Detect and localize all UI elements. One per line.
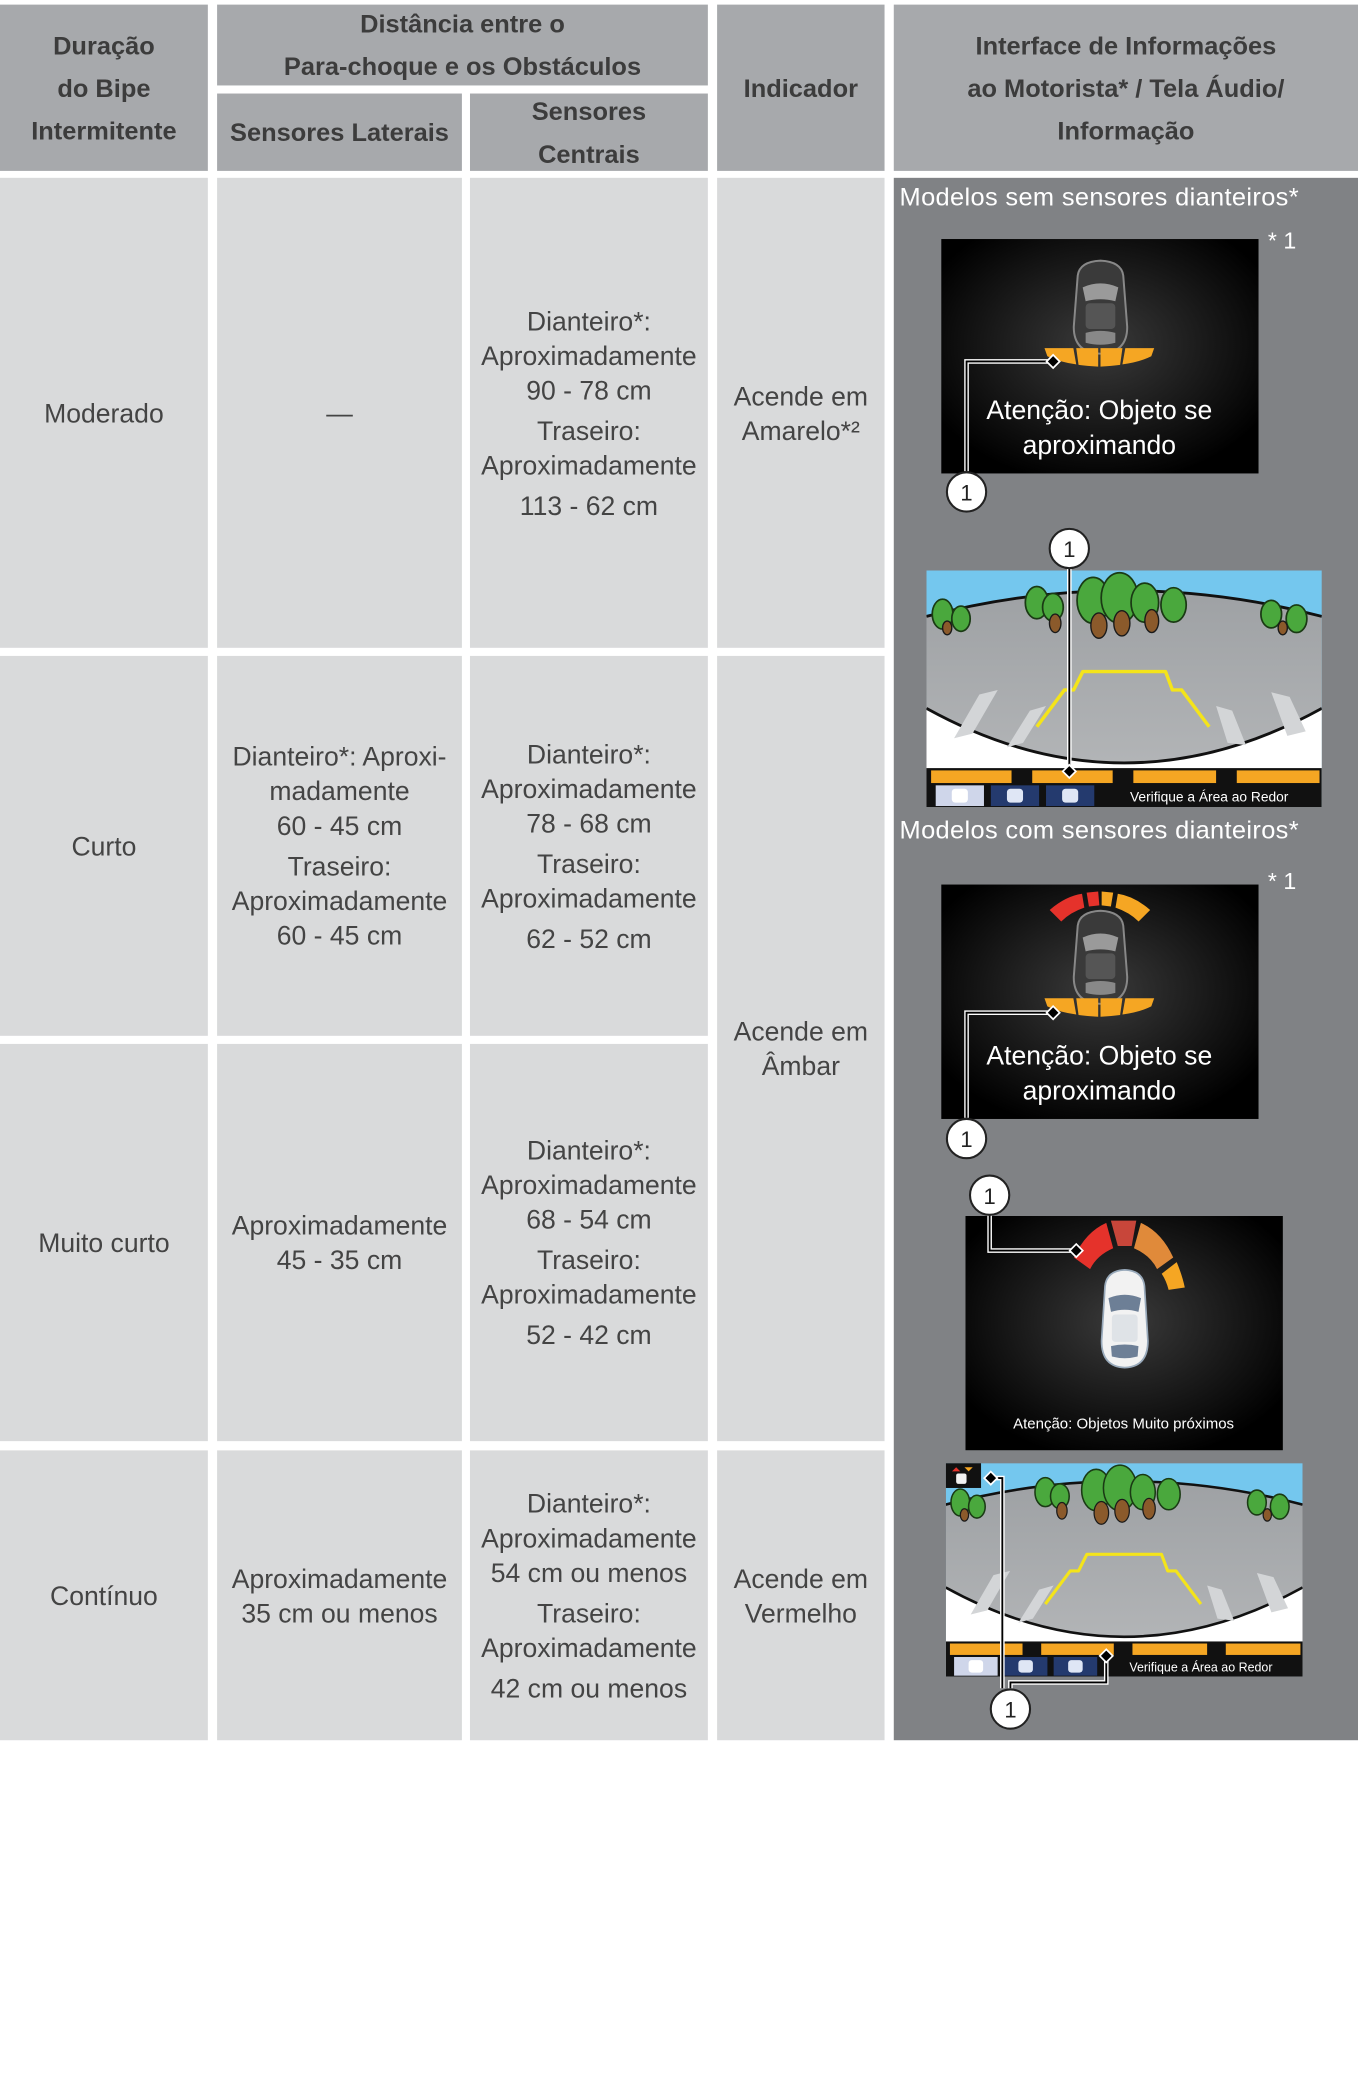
- centrais-line: Dianteiro*:: [526, 305, 651, 336]
- centrais-line: Aproximadamente: [481, 449, 697, 480]
- centrais-line: Dianteiro*:: [526, 738, 651, 769]
- header-duracao-line: do Bipe: [57, 73, 151, 103]
- row-moderado-indicador: Acende em Amarelo*²: [717, 177, 885, 648]
- row-continuo-indicador: Acende em Vermelho: [717, 1450, 885, 1741]
- indicador-line: Acende em: [733, 380, 869, 411]
- centrais-line: 90 - 78 cm: [526, 374, 652, 405]
- centrais-line: Aproximadamente: [481, 1279, 697, 1310]
- laterais-line: madamente: [269, 775, 410, 807]
- indicador-line: Amarelo*²: [741, 415, 860, 446]
- indicador-line: Acende em: [733, 1562, 869, 1593]
- centrais-line: Aproximadamente: [481, 340, 697, 371]
- laterais-text: —: [326, 397, 353, 428]
- centrais-line: Aproximadamente: [481, 1169, 697, 1200]
- header-interface-line: Informação: [1057, 116, 1195, 145]
- header-duracao-line: Duração: [53, 30, 155, 60]
- header-interface-line: Interface de Informações: [975, 30, 1277, 60]
- header-distancia: Distância entre o Para-choque e os Obstá…: [217, 4, 708, 86]
- indicador-line: Âmbar: [761, 1050, 840, 1081]
- row-muito-curto-duracao: Muito curto: [0, 1043, 208, 1442]
- mid-screen-sem-sensores: Atenção: Objeto se aproximando: [941, 239, 1259, 474]
- row-curto-duracao: Curto: [0, 655, 208, 1036]
- row-continuo-duracao: Contínuo: [0, 1450, 208, 1741]
- duracao-text: Muito curto: [38, 1227, 170, 1258]
- mid-screen-com-sensores: Atenção: Objeto se aproximando: [941, 884, 1259, 1119]
- footnote-1: * 1: [1267, 869, 1297, 895]
- warning-message-line: Atenção: Objeto se: [986, 1041, 1212, 1071]
- laterais-line: 60 - 45 cm: [276, 920, 403, 951]
- centrais-line: Traseiro:: [537, 1597, 641, 1628]
- row-moderado-laterais: —: [217, 177, 462, 648]
- laterais-line: Dianteiro*: Aproxi-: [232, 741, 447, 772]
- audio-screen-muito-proximos: Atenção: Objetos Muito próximos: [965, 1215, 1283, 1451]
- caption-sem-sensores: Modelos sem sensores dianteiros*: [899, 182, 1299, 212]
- rear-camera-sem-sensores: Verifique a Área ao Redor: [926, 570, 1322, 808]
- camera-check-label: Verifique a Área ao Redor: [1130, 788, 1289, 804]
- header-sensores-centrais: Sensores Centrais: [469, 93, 708, 171]
- centrais-line: Dianteiro*:: [526, 1487, 651, 1518]
- laterais-line: 45 - 35 cm: [276, 1244, 403, 1275]
- header-sensores-laterais: Sensores Laterais: [217, 93, 462, 171]
- centrais-line: Traseiro:: [537, 848, 641, 879]
- centrais-line: Aproximadamente: [481, 1522, 697, 1553]
- header-distancia-line: Para-choque e os Obstáculos: [283, 51, 642, 81]
- laterais-line: 35 cm ou menos: [241, 1597, 438, 1628]
- header-indicador-label: Indicador: [743, 73, 858, 103]
- header-duracao: Duração do Bipe Intermitente: [0, 4, 208, 171]
- centrais-line: Dianteiro*:: [526, 1135, 651, 1166]
- row-continuo-laterais: Aproximadamente 35 cm ou menos: [217, 1450, 462, 1741]
- indicador-line: Vermelho: [744, 1597, 857, 1628]
- laterais-line: Traseiro:: [287, 851, 392, 882]
- centrais-line: 113 - 62 cm: [519, 490, 659, 521]
- laterais-line: Aproximadamente: [231, 1562, 448, 1593]
- duracao-text: Contínuo: [50, 1580, 158, 1611]
- centrais-line: Traseiro:: [537, 1244, 641, 1275]
- centrais-line: 54 cm ou menos: [490, 1557, 688, 1588]
- centrais-line: Traseiro:: [537, 415, 641, 446]
- row-moderado-duracao: Moderado: [0, 177, 208, 648]
- row-curto-centrais: Dianteiro*: Aproximadamente 78 - 68 cm T…: [469, 655, 708, 1036]
- row-moderado-centrais: Dianteiro*: Aproximadamente 90 - 78 cm T…: [469, 177, 708, 648]
- centrais-line: Aproximadamente: [481, 882, 697, 913]
- header-interface-line: ao Motorista* / Tela Áudio/: [967, 73, 1285, 103]
- indicador-ambar: Acende em Âmbar: [717, 655, 885, 1442]
- row-curto-laterais: Dianteiro*: Aproxi- madamente 60 - 45 cm…: [217, 655, 462, 1036]
- header-centrais-line: Centrais: [538, 139, 640, 169]
- centrais-line: 68 - 54 cm: [526, 1204, 652, 1235]
- indicador-line: Acende em: [733, 1016, 869, 1047]
- duracao-text: Curto: [71, 830, 137, 861]
- laterais-line: 60 - 45 cm: [276, 810, 403, 841]
- warning-message-line: aproximando: [1023, 1075, 1176, 1105]
- laterais-line: Aproximadamente: [231, 1210, 448, 1241]
- rear-camera-continuo: Verifique a Área ao Redor: [945, 1463, 1303, 1677]
- row-continuo-centrais: Dianteiro*: Aproximadamente 54 cm ou men…: [469, 1450, 708, 1741]
- laterais-line: Aproximadamente: [231, 885, 448, 916]
- centrais-line: 42 cm ou menos: [490, 1672, 688, 1703]
- header-duracao-line: Intermitente: [31, 116, 177, 145]
- centrais-line: 78 - 68 cm: [526, 807, 652, 838]
- warning-message-line: Atenção: Objeto se: [986, 395, 1212, 425]
- centrais-line: Aproximadamente: [481, 773, 697, 804]
- duracao-text: Moderado: [44, 397, 164, 428]
- header-indicador: Indicador: [717, 4, 885, 171]
- header-distancia-line: Distância entre o: [360, 9, 565, 39]
- header-interface: Interface de Informações ao Motorista* /…: [893, 4, 1358, 171]
- row-muito-curto-centrais: Dianteiro*: Aproximadamente 68 - 54 cm T…: [469, 1043, 708, 1442]
- row-muito-curto-laterais: Aproximadamente 45 - 35 cm: [217, 1043, 462, 1442]
- centrais-line: Aproximadamente: [481, 1632, 697, 1663]
- warning-message-line: aproximando: [1023, 430, 1176, 460]
- centrais-line: 62 - 52 cm: [526, 923, 652, 954]
- header-centrais-line: Sensores: [531, 96, 647, 126]
- warning-close-label: Atenção: Objetos Muito próximos: [1013, 1415, 1234, 1432]
- centrais-line: 52 - 42 cm: [526, 1319, 652, 1350]
- header-laterais-label: Sensores Laterais: [230, 117, 449, 147]
- footnote-1: * 1: [1267, 228, 1297, 255]
- camera-check-label: Verifique a Área ao Redor: [1129, 1660, 1272, 1675]
- caption-com-sensores: Modelos com sensores dianteiros*: [899, 815, 1299, 845]
